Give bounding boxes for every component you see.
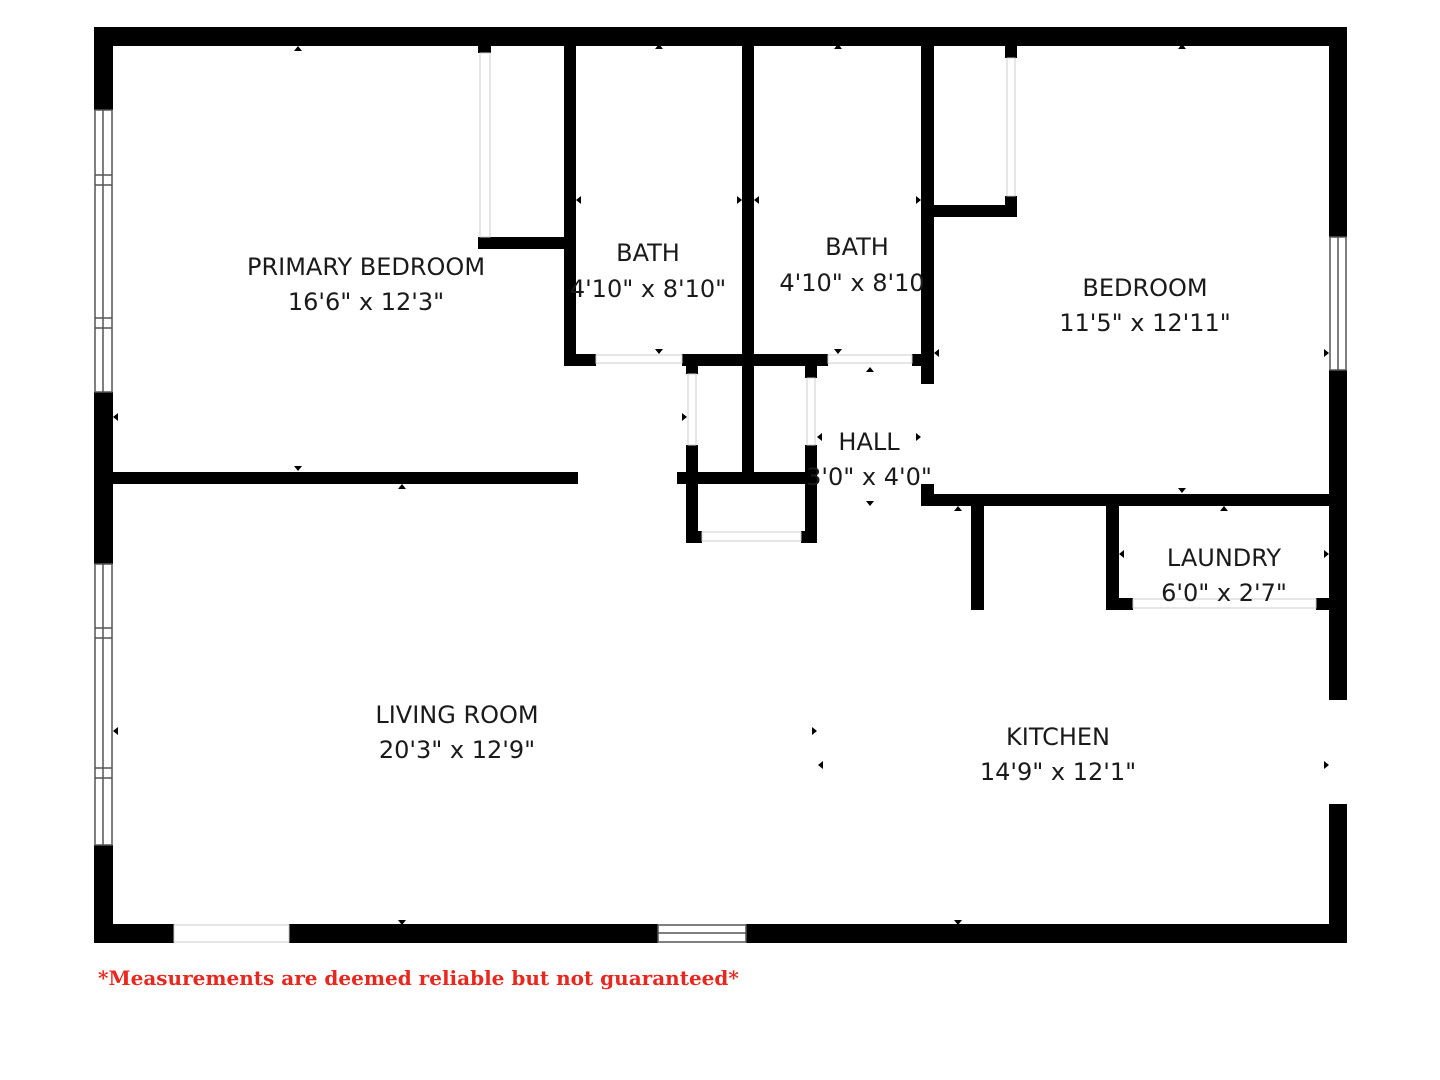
hall-name: HALL [838, 428, 900, 456]
door-laundry [1132, 598, 1317, 609]
wall-bedroom-living [113, 472, 578, 484]
kitchen-name: KITCHEN [1006, 723, 1110, 751]
wall-right-middle [1329, 370, 1347, 700]
door-linen-left [687, 373, 697, 446]
laundry-name: LAUNDRY [1167, 544, 1281, 572]
door-bath1 [595, 354, 683, 364]
wall-linen-left-low [686, 445, 698, 543]
wall-bedroom-closet-post [1005, 44, 1017, 58]
wall-bath-bottom [682, 354, 828, 366]
wall-right-lower [1329, 804, 1347, 943]
wall-bath1-left [564, 44, 576, 366]
wall-primary-closet-post [478, 44, 491, 53]
room-labels: PRIMARY BEDROOM 16'6" x 12'3" BATH 4'10"… [247, 233, 1287, 786]
bath-1-name: BATH [616, 239, 680, 267]
wall-bath2-right [921, 44, 934, 384]
door-bedroom-closet [1006, 57, 1016, 197]
doors [173, 52, 1317, 943]
wall-bedroom-closet [928, 205, 1017, 217]
door-bath2 [827, 354, 913, 364]
wall-bath2-bottom-cap [912, 354, 934, 366]
walls [94, 27, 1347, 943]
living-room-dims: 20'3" x 12'9" [379, 736, 535, 764]
bath-1-dims: 4'10" x 8'10" [570, 275, 726, 303]
wall-linen-right-low [805, 445, 817, 543]
wall-bath1-bottom [564, 354, 596, 366]
bedroom-dims: 11'5" x 12'11" [1059, 309, 1231, 337]
wall-laundry-bottom-l [1106, 598, 1133, 610]
living-room-name: LIVING ROOM [375, 701, 538, 729]
wall-linen-bottom-l [686, 531, 702, 543]
wall-right-upper [1329, 27, 1347, 237]
wall-linen-right [805, 364, 817, 378]
laundry-dims: 6'0" x 2'7" [1161, 579, 1287, 607]
door-primary-closet [479, 52, 491, 238]
wall-linen-top [677, 472, 817, 484]
wall-bottom-2 [289, 924, 658, 943]
door-linen-bottom [701, 531, 802, 542]
wall-bedroom-closet-post2 [1005, 196, 1017, 217]
wall-left-lower [94, 845, 113, 943]
wall-bedroom-bottom [921, 494, 1336, 506]
disclaimer-text: *Measurements are deemed reliable but no… [98, 966, 739, 990]
wall-bottom-1 [94, 924, 174, 943]
wall-left-middle [94, 392, 113, 564]
wall-laundry-left [1106, 494, 1119, 610]
wall-left-upper [94, 27, 113, 110]
wall-primary-closet [478, 237, 570, 249]
wall-kitchen-stub [971, 494, 984, 610]
door-linen-right [806, 377, 816, 446]
hall-dims: 3'0" x 4'0" [806, 463, 932, 491]
wall-hall-stub [921, 484, 934, 504]
windows [94, 109, 1347, 943]
wall-laundry-bottom-r [1316, 598, 1336, 610]
wall-bottom-3 [746, 924, 1347, 943]
wall-linen-bottom-r [801, 531, 817, 543]
dimension-markers [113, 44, 1329, 925]
door-front [173, 924, 290, 943]
bedroom-name: BEDROOM [1082, 274, 1207, 302]
wall-linen-left [686, 354, 698, 374]
kitchen-dims: 14'9" x 12'1" [980, 758, 1136, 786]
bath-2-dims: 4'10" x 8'10 [779, 269, 924, 297]
primary-bedroom-dims: 16'6" x 12'3" [288, 288, 444, 316]
wall-top [94, 27, 1347, 46]
bath-2-name: BATH [825, 233, 889, 261]
wall-bath-divider [742, 44, 754, 477]
primary-bedroom-name: PRIMARY BEDROOM [247, 253, 485, 281]
